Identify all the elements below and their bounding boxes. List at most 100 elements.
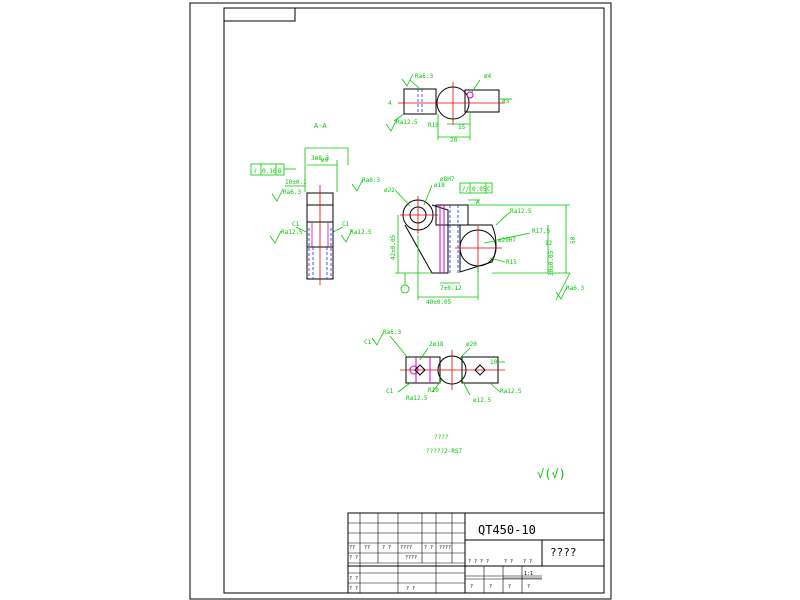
top-view-dim-15: 15 [458, 124, 466, 131]
front-dim-height: 50 [570, 236, 577, 244]
title-block-material: QT450-10 [478, 523, 536, 537]
notes-roughness-general: √(√) [537, 467, 566, 481]
bottom-roughness-bottom-right: Ra12.5 [500, 388, 522, 395]
section-view: A-A [250, 122, 380, 285]
sheet-frame [189, 2, 612, 600]
front-body-outline [404, 204, 449, 274]
front-height-inner: 30±0.05 [548, 250, 555, 276]
tb-label-weight: ? ? [504, 559, 513, 565]
bottom-leader-r10 [431, 379, 443, 393]
section-rough-left-a [271, 188, 284, 202]
bottom-chamfer-top: C1 [364, 339, 372, 346]
tb-label-scale: 1:1 [524, 571, 533, 577]
bottom-dia-right: ø20 [466, 341, 477, 348]
top-view-diameter: ø4 [484, 73, 492, 80]
notes: ???? ?????2-RS7 √(√) [426, 434, 566, 481]
top-view-radius: R10 [428, 122, 439, 129]
tb-label-sheet-1: ? [470, 584, 473, 590]
tb-label-r1-3: ? ? [382, 545, 391, 551]
front-height-left: 42±0.05 [390, 234, 397, 260]
bottom-chamfer-bottom: C1 [386, 388, 394, 395]
top-view-dim-20: 20 [450, 137, 458, 144]
bottom-leader-dia [459, 347, 471, 359]
front-leader-r17 [496, 232, 531, 241]
section-roughness-left-a: Ra6.3 [283, 189, 301, 196]
tb-label-r1-4: ???? [400, 545, 412, 551]
bottom-dim-right: 10 [490, 359, 498, 366]
outer-border [189, 2, 612, 600]
front-section-mark: A [476, 199, 480, 206]
front-roughness-corner: Ra6.3 [566, 285, 584, 292]
bottom-leader-holes [419, 347, 429, 361]
section-rough-right [351, 178, 364, 192]
section-leader-c1-right [332, 226, 344, 233]
front-leader-r15 [489, 257, 506, 263]
section-tolerance-symbol: ⫽ [253, 168, 257, 175]
top-view-rough-symbol-1 [401, 73, 414, 87]
front-datum-circle [400, 284, 410, 294]
front-leader-bore-left [394, 189, 411, 207]
notes-title: ???? [434, 434, 449, 441]
front-roughness-top-right: Ra12.5 [510, 208, 532, 215]
tb-label-sheet-2: ? [489, 584, 492, 590]
bottom-view: C1 Ra6.3 2ø18 ø20 10 C1 Ra12.5 R10 ø12.5… [364, 329, 522, 404]
front-slot-dim: 7±0.12 [440, 285, 462, 292]
section-tolerance-datum: B [278, 168, 282, 175]
bottom-diamond-2 [474, 364, 486, 376]
section-tolerance-value: 0.10 [262, 168, 277, 175]
tb-label-r4-3: ? ? [406, 586, 415, 592]
top-view-leader-3 [393, 113, 405, 122]
tb-label-r1-2: ?? [364, 545, 370, 551]
title-block-name: ???? [550, 546, 577, 559]
front-view: ø22 ø18 ø8H7 // 0.05 C A Ra12.5 ø20H7 R1… [384, 176, 584, 306]
front-dim-small: 12 [545, 240, 553, 247]
top-view-left-block [403, 88, 437, 115]
bottom-dim-holes: 2ø18 [429, 341, 444, 348]
bottom-roughness-bottom-left: Ra12.5 [406, 395, 428, 402]
section-rough-left-b [269, 230, 282, 244]
top-view-right-dim: ø3 [502, 98, 510, 105]
front-parallel-frame [459, 182, 493, 194]
bottom-rough-top [371, 332, 384, 346]
tb-label-r1-6: ???? [439, 545, 451, 551]
section-width-dim: 3ø8.3 [311, 155, 329, 162]
tb-label-r2-4: ???? [405, 555, 417, 561]
top-view-roughness-top: Ra6.3 [415, 73, 433, 80]
inner-border [223, 7, 605, 594]
title-block: QT450-10 ???? ?? ?? ? ? ???? ? ? ???? ? … [347, 512, 605, 594]
bottom-leader-c1 [397, 382, 411, 393]
section-roughness-left-b: Ra12.5 [281, 229, 303, 236]
top-view-leader-1 [409, 79, 421, 90]
tb-label-stage: ? ? ? ? [468, 559, 489, 565]
tb-label-scale-label: ? ? [523, 559, 532, 565]
section-chamfer-right: C1 [342, 221, 350, 228]
front-leader-top [423, 184, 433, 206]
bottom-radius-bottom: R10 [428, 387, 439, 394]
bottom-diamond-1 [414, 364, 426, 376]
corner-stamp [223, 7, 296, 22]
section-label: A-A [314, 122, 327, 130]
front-bore-top: ø18 [434, 182, 445, 189]
bottom-dia-bottom: ø12.5 [473, 397, 491, 404]
top-view-left-dim: 4 [388, 100, 392, 107]
top-view-leader-2 [471, 79, 481, 93]
front-rough-corner [555, 286, 568, 300]
section-tolerance-frame [250, 163, 285, 176]
tb-label-sheet-3: ? [508, 584, 511, 590]
top-view-rough-symbol-2 [385, 118, 398, 132]
tb-label-r1-5: ? ? [424, 545, 433, 551]
section-chamfer-left: C1 [292, 221, 300, 228]
section-dim-left-a: 10±0.1 [285, 179, 307, 186]
tb-label-r4-1: ? ? [349, 586, 358, 592]
section-roughness-right-b: Ra12.5 [350, 229, 372, 236]
top-view-small-hole [466, 91, 474, 99]
bottom-roughness-top: Ra6.3 [383, 329, 401, 336]
section-leader-c1-left [295, 226, 307, 233]
front-parallel-datum: C [487, 186, 491, 193]
tb-label-sheet-4: ? [527, 584, 530, 590]
top-view-right-block [464, 89, 500, 113]
front-bore-mid: ø20H7 [498, 237, 516, 244]
notes-standard: ?????2-RS7 [426, 448, 463, 455]
top-view: Ra6.3 ø4 4 Ra12.5 R10 15 20 ø3 [385, 73, 512, 144]
front-leader-mid [483, 240, 496, 244]
